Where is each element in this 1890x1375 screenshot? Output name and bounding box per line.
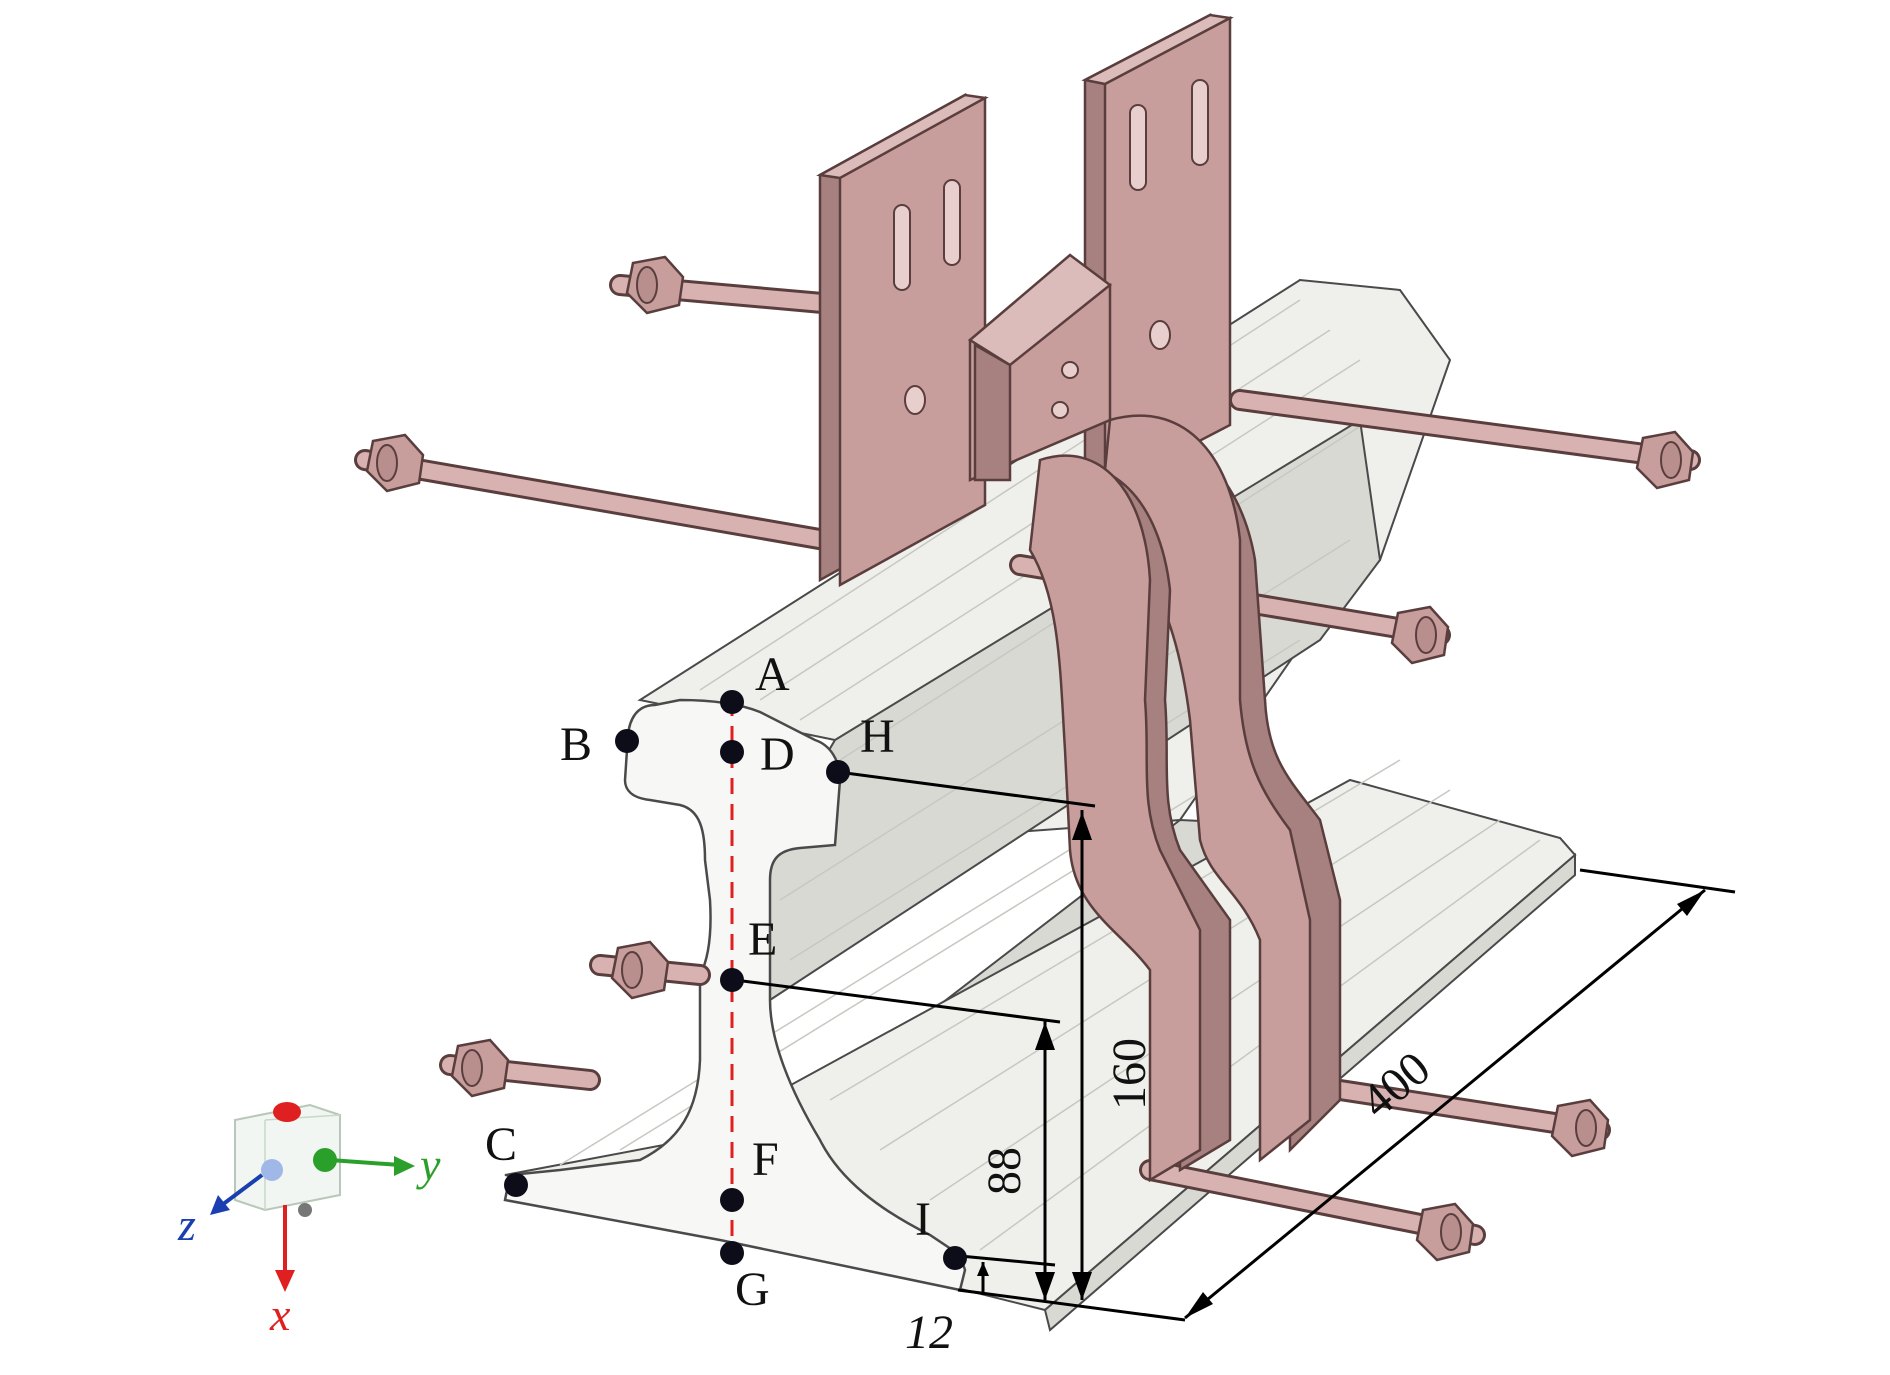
point-F	[720, 1188, 744, 1212]
point-G	[720, 1241, 744, 1265]
triad-x-knob	[273, 1102, 301, 1122]
point-C	[504, 1173, 528, 1197]
rods-right	[1009, 389, 1701, 1246]
dimension-lines	[734, 770, 1736, 1322]
label-D: D	[760, 728, 795, 781]
nuts	[365, 255, 1695, 1262]
axis-label-x: x	[269, 1289, 291, 1340]
point-A	[720, 690, 744, 714]
rods-back-left	[354, 274, 856, 551]
label-A: A	[755, 648, 790, 701]
point-B	[615, 729, 639, 753]
copper-plates	[816, 12, 1234, 588]
dim-88: 88	[978, 1147, 1031, 1195]
point-H	[826, 760, 850, 784]
label-G: G	[735, 1263, 770, 1316]
label-H: H	[860, 710, 895, 763]
label-I: I	[915, 1193, 931, 1246]
dim-160: 160	[1103, 1038, 1156, 1110]
label-F: F	[752, 1133, 779, 1186]
point-D	[720, 740, 744, 764]
dim-12: 12	[905, 1306, 953, 1359]
label-B: B	[560, 718, 592, 771]
point-E	[720, 968, 744, 992]
axis-label-z: z	[177, 1199, 196, 1250]
measurement-points	[504, 690, 967, 1270]
triad-z-knob	[261, 1159, 283, 1181]
triad-cube	[234, 1103, 341, 1212]
point-I	[943, 1246, 967, 1270]
copper-straps	[1028, 414, 1342, 1183]
label-C: C	[485, 1118, 517, 1171]
axis-triad: y z x	[177, 1102, 441, 1340]
axis-label-y: y	[416, 1139, 441, 1190]
triad-y-knob	[313, 1148, 337, 1172]
label-E: E	[748, 913, 777, 966]
